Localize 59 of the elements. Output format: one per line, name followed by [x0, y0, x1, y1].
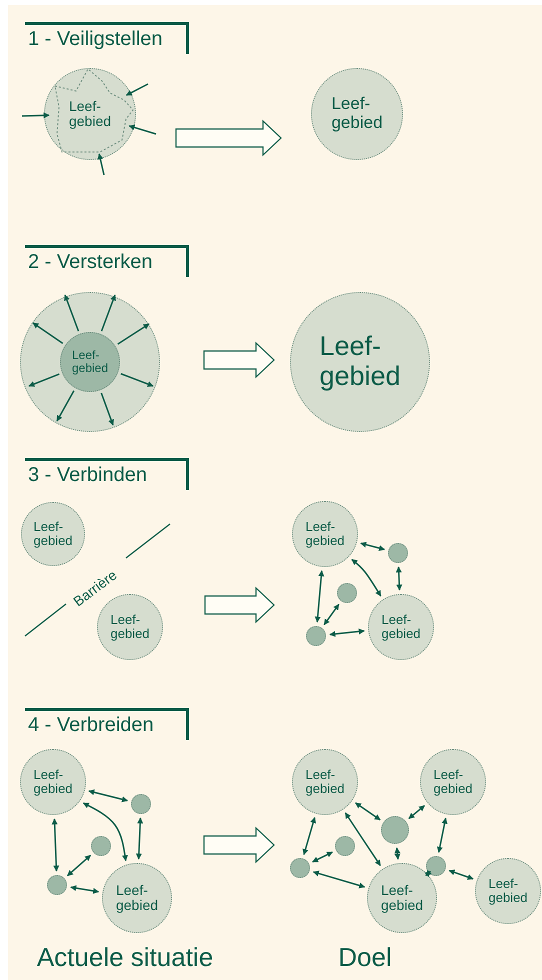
double-arrow: [396, 566, 402, 591]
section-heading: 4 - Verbreiden: [25, 708, 189, 740]
habitat-circle: [60, 332, 120, 392]
double-arrow: [351, 558, 382, 597]
double-arrow: [344, 812, 381, 866]
node-label: Leef- gebied: [488, 876, 528, 906]
double-arrow: [66, 854, 92, 876]
double-arrow: [408, 805, 425, 820]
double-arrow: [88, 789, 128, 802]
hollow-arrow: [203, 826, 275, 864]
arrow: [56, 390, 75, 422]
arrow: [64, 294, 80, 332]
arrow: [126, 83, 148, 96]
node-label: Leef- gebied: [110, 612, 150, 642]
double-arrow: [355, 802, 381, 820]
arrow: [32, 322, 64, 344]
double-arrow: [302, 816, 316, 856]
section-heading: 1 - Veiligstellen: [25, 22, 189, 54]
node-label: Leef- gebied: [380, 882, 424, 914]
double-arrow: [314, 570, 324, 623]
double-arrow: [448, 870, 474, 880]
node-label: Leef- gebied: [381, 612, 421, 642]
node-label: Leef- gebied: [433, 768, 473, 796]
hollow-arrow: [204, 586, 275, 624]
double-arrow: [70, 885, 100, 894]
arrow: [97, 153, 105, 176]
hollow-arrow: [175, 120, 282, 156]
arrow: [22, 112, 50, 118]
double-arrow: [360, 542, 386, 552]
node-label: Leef- gebied: [33, 768, 73, 796]
node-label: Leef- gebied: [116, 882, 158, 914]
node-label: Leef- gebied: [68, 98, 112, 130]
double-arrow: [312, 851, 333, 863]
double-arrow: [436, 818, 448, 853]
node-label: Leef- gebied: [331, 95, 383, 133]
arrow: [120, 373, 154, 387]
node-label: Leef- gebied: [319, 332, 401, 392]
node-label: Leef- gebied: [33, 520, 73, 548]
arrow: [100, 294, 116, 332]
double-arrow: [136, 817, 144, 860]
arrow: [128, 124, 156, 135]
double-arrow: [312, 870, 366, 888]
double-arrow: [329, 628, 365, 637]
node-label: Leef- gebied: [72, 348, 108, 376]
arrow: [100, 392, 114, 426]
arrow: [117, 323, 150, 345]
double-arrow: [324, 604, 340, 626]
hollow-arrow: [203, 342, 275, 378]
double-arrow: [82, 802, 128, 862]
node-label: Leef- gebied: [305, 520, 345, 548]
caption: Doel: [338, 942, 392, 973]
section-heading: 3 - Verbinden: [25, 458, 189, 490]
double-arrow: [394, 847, 400, 860]
double-arrow: [424, 870, 432, 878]
node-label: Leef- gebied: [305, 768, 345, 796]
double-arrow: [52, 818, 60, 872]
caption: Actuele situatie: [36, 942, 214, 973]
section-heading: 2 - Versterken: [25, 245, 189, 277]
arrow: [28, 373, 60, 387]
